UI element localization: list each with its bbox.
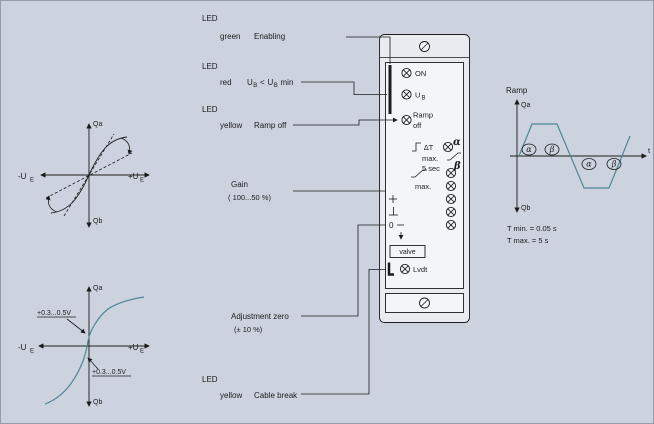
gain-graph-xpos-label: +U (128, 172, 139, 181)
led-undervoltage-color: red (220, 78, 232, 87)
gain-callout-line1: Gain (231, 180, 248, 189)
panel-max-time-label: max. (422, 154, 438, 163)
gain-steep-dashed-line (63, 133, 115, 217)
gain-shallow-dashed-line (45, 152, 133, 199)
connector-lines (293, 36, 398, 395)
gain-callout-line2: ( 100...50 %) (228, 193, 271, 202)
led-undervoltage-u2: U (268, 78, 274, 87)
led-undervoltage-lt: < (260, 78, 265, 87)
led-undervoltage-title: LED (202, 62, 218, 71)
ramp-waveform (518, 123, 631, 189)
panel-max-time-value: 5 sec (422, 164, 440, 173)
gain-graph-qb-label: Qb (93, 218, 102, 225)
callout-labels: LED green Enabling LED red U B < U B min… (202, 14, 298, 400)
led-enabling-label: Enabling (254, 32, 285, 41)
ramp-t-max-label: T max. = 5 s (507, 236, 549, 245)
led-ramp-off-label: Ramp off (254, 121, 287, 130)
zero-graph-xneg-sub: E (30, 349, 34, 355)
zero-graph-xpos-label: +U (128, 343, 139, 352)
led-ramp-off-title: LED (202, 105, 218, 114)
connector-cable-break (301, 269, 385, 395)
panel-ub-sub: B (422, 96, 426, 102)
panel-zero-label: 0 (389, 221, 394, 230)
screw-top-icon (419, 41, 430, 52)
led-cable-break-title: LED (202, 375, 218, 384)
led-cable-break-label: Cable break (254, 391, 298, 400)
ramp-chart-qa-label: Qa (521, 102, 530, 109)
gain-characteristic-curve (50, 136, 128, 214)
valve-box (389, 245, 426, 258)
alpha-circle-2 (581, 158, 597, 170)
panel-alpha-label: α (453, 137, 461, 148)
gain-graph-xneg-sub: E (30, 178, 34, 184)
led-enabling-color: green (220, 32, 240, 41)
ramp-slope-small-icon (411, 169, 427, 178)
led-undervoltage-min: min (281, 78, 294, 87)
zero-graph-qa-label: Qa (93, 285, 102, 292)
ramp-slope-icon (447, 152, 461, 161)
led-ramp-off-color: yellow (220, 121, 242, 130)
panel-inner-area (385, 62, 464, 289)
ramp-time-chart: Ramp Qa Qb t α β α β T min. = 0.05 s T m… (506, 86, 651, 245)
ramp-alpha-2: α (586, 160, 592, 169)
beta-circle-2 (606, 158, 622, 170)
gain-rotate-arrow-upper-icon (120, 137, 133, 155)
panel-lvdt-label: Lvdt (413, 265, 428, 274)
gain-characteristic-graph: Qa Qb -U E +U E (18, 121, 150, 228)
panel-ramp-off-label: off (413, 121, 422, 130)
ramp-alpha-1: α (526, 145, 532, 154)
gain-graph-qa-label: Qa (93, 121, 102, 128)
connector-enabling (346, 36, 391, 64)
panel-delta-t-label: ∆T (424, 143, 434, 152)
ramp-chart-qb-label: Qb (521, 205, 530, 212)
connector-undervoltage (301, 81, 387, 95)
panel-ub-label: U (415, 91, 420, 100)
led-undervoltage-u1: U (247, 78, 253, 87)
alpha-circle-1 (521, 143, 537, 156)
zero-offset-top-label: +0.3...0.5V (37, 310, 71, 317)
ramp-chart-t-label: t (648, 146, 651, 155)
ramp-t-min-label: T min. = 0.05 s (507, 224, 557, 233)
led-undervoltage-u1-sub: B (253, 83, 257, 89)
module-front-panel: ON U B Ramp off ∆T α β max. 5 sec max. 0… (379, 34, 470, 323)
gain-graph-xneg-label: -U (18, 172, 27, 181)
led-enabling-title: LED (202, 14, 218, 23)
adjustment-zero-line1: Adjustment zero (231, 312, 289, 321)
led-block-bar (388, 65, 392, 114)
adjustment-zero-line2: (± 10 %) (234, 325, 263, 334)
connector-adjustment-zero (301, 224, 385, 317)
lvdt-mark (387, 262, 394, 276)
panel-beta-label: β (453, 161, 461, 172)
ramp-beta-2: β (611, 160, 617, 169)
zero-graph-xneg-label: -U (18, 343, 27, 352)
led-undervoltage-u2-sub: B (274, 83, 278, 89)
zero-graph-xpos-sub: E (140, 349, 144, 355)
connector-ramp-off (293, 117, 398, 126)
gain-graph-xpos-sub: E (140, 178, 144, 184)
panel-ramp-label: Ramp (413, 111, 433, 120)
zero-offset-bottom-label: +0.3...0.5V (92, 369, 126, 376)
step-function-icon (412, 142, 421, 152)
panel-on-label: ON (415, 69, 426, 78)
ramp-beta-1: β (549, 145, 555, 154)
zero-characteristic-curve (44, 296, 145, 405)
screw-bottom-icon (419, 297, 430, 309)
zero-adjustment-graph: Qa Qb -U E +U E +0.3...0.5V +0.3...0.5V (18, 285, 150, 407)
ramp-chart-title: Ramp (506, 86, 528, 95)
panel-valve-label: valve (399, 249, 415, 256)
beta-circle-1 (544, 143, 560, 156)
panel-max-gain-label: max. (415, 182, 431, 191)
zero-offset-top-arrow-icon (66, 318, 86, 334)
zero-offset-bottom-arrow-icon (87, 357, 99, 370)
gain-rotate-arrow-lower-icon (45, 195, 58, 213)
zero-graph-qb-label: Qb (93, 399, 102, 406)
led-cable-break-color: yellow (220, 391, 242, 400)
